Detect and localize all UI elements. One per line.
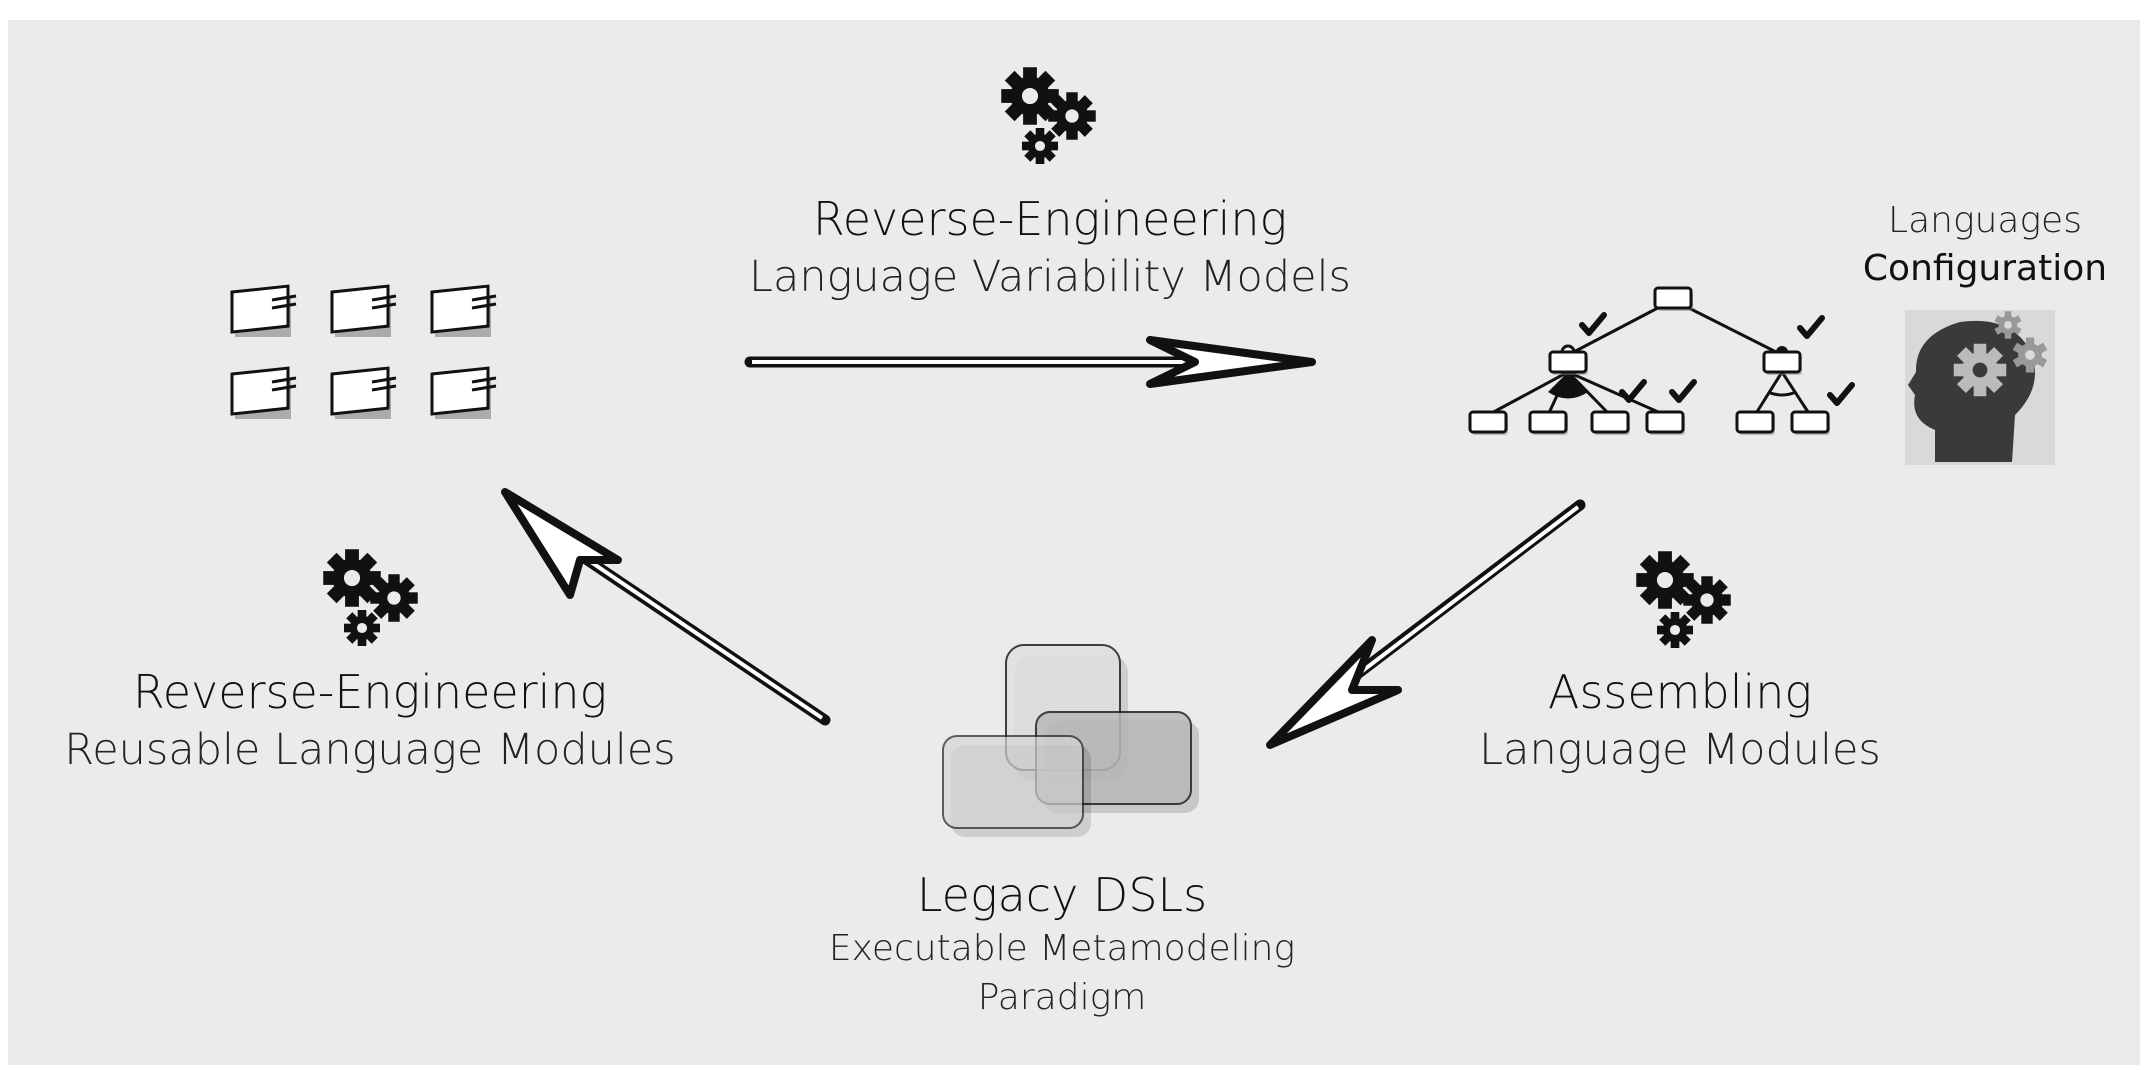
bottom-subtitle-line2: Paradigm [977,977,1147,1018]
right-subtitle: Language Modules [1479,725,1881,775]
top-subtitle: Language Variability Models [749,252,1351,302]
arrow-right [1266,499,1586,749]
left-title: Reverse-Engineering [132,665,608,719]
top-title: Reverse-Engineering [812,192,1288,246]
diagram-canvas [8,20,2140,1065]
left-subtitle: Reusable Language Modules [64,725,676,775]
gears-icon-right [1636,551,1731,648]
arrow-top [744,336,1316,388]
bottom-subtitle-line1: Executable Metamodeling [828,928,1296,969]
gears-icon-top [1001,67,1096,164]
module-icon-grid [230,284,498,421]
overlapping-squares-icon [942,644,1199,837]
config-line2: Configuration [1862,248,2108,289]
feature-model-icon [1468,286,1852,437]
arrow-left [501,488,831,726]
head-gears-icon [1905,310,2055,465]
bottom-title: Legacy DSLs [916,868,1208,922]
right-title: Assembling [1547,665,1813,719]
config-line1: Languages [1888,200,2082,241]
gears-icon-left [323,549,418,646]
